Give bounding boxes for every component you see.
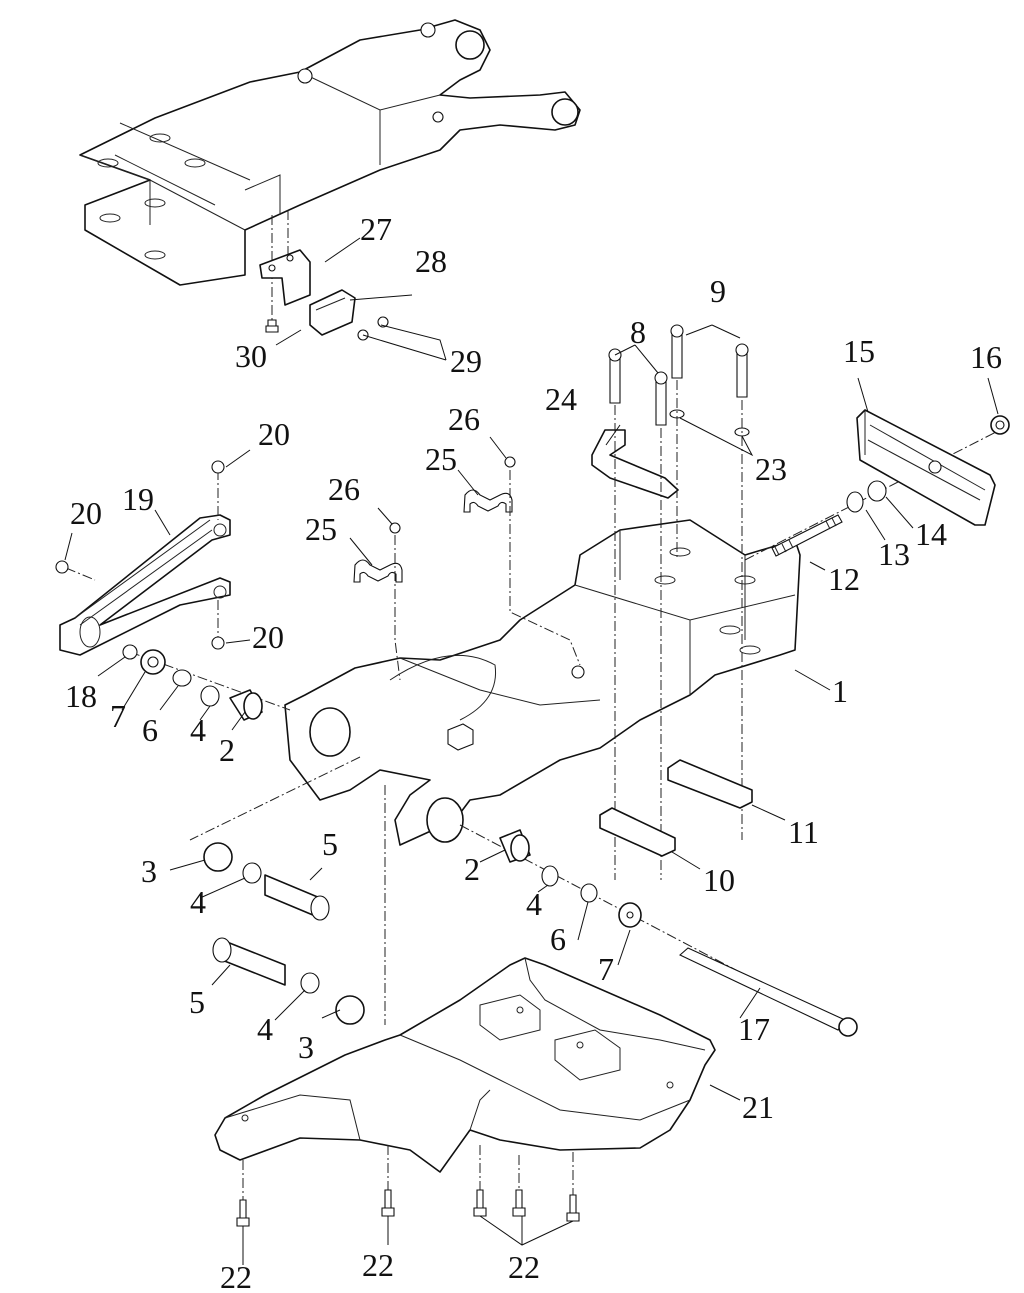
top-bolts-and-bracket bbox=[591, 324, 753, 880]
callout-15: 15 bbox=[843, 333, 875, 369]
link-arm-part-19 bbox=[55, 460, 231, 656]
callout-22: 22 bbox=[362, 1247, 394, 1283]
callout-20: 20 bbox=[70, 495, 102, 531]
callout-29: 29 bbox=[450, 343, 482, 379]
callout-20: 20 bbox=[252, 619, 284, 655]
callout-13: 13 bbox=[878, 536, 910, 572]
callout-22: 22 bbox=[220, 1259, 252, 1293]
callout-24: 24 bbox=[545, 381, 577, 417]
callout-14: 14 bbox=[915, 516, 947, 552]
callout-7: 7 bbox=[598, 951, 614, 987]
callout-5: 5 bbox=[189, 984, 205, 1020]
callout-19: 19 bbox=[122, 481, 154, 517]
callout-3: 3 bbox=[141, 853, 157, 889]
leader-lines bbox=[64, 237, 999, 1265]
callout-23: 23 bbox=[755, 451, 787, 487]
callout-2: 2 bbox=[464, 851, 480, 887]
callout-30: 30 bbox=[235, 338, 267, 374]
callout-26: 26 bbox=[448, 401, 480, 437]
left-pivot-stack bbox=[122, 644, 291, 721]
callout-21: 21 bbox=[742, 1089, 774, 1125]
callout-6: 6 bbox=[550, 921, 566, 957]
callout-3: 3 bbox=[298, 1029, 314, 1065]
callout-17: 17 bbox=[738, 1011, 770, 1047]
callout-26: 26 bbox=[328, 471, 360, 507]
footrest-plate-part-21 bbox=[214, 957, 716, 1200]
lower-left-bushings bbox=[189, 756, 386, 1025]
callout-4: 4 bbox=[190, 712, 206, 748]
callout-4: 4 bbox=[526, 886, 542, 922]
callout-labels: 1 2 2 3 3 4 4 4 4 5 5 6 6 7 7 8 9 10 11 … bbox=[65, 211, 1002, 1293]
callout-16: 16 bbox=[970, 339, 1002, 375]
callout-7: 7 bbox=[110, 698, 126, 734]
callout-2: 2 bbox=[219, 732, 235, 768]
callout-28: 28 bbox=[415, 243, 447, 279]
main-swing-arm-part-1 bbox=[284, 519, 801, 846]
clamps-part-25 bbox=[353, 456, 581, 681]
callout-10: 10 bbox=[703, 862, 735, 898]
callout-1: 1 bbox=[832, 673, 848, 709]
callout-4: 4 bbox=[257, 1011, 273, 1047]
screws-part-22 bbox=[236, 1189, 580, 1227]
callout-9: 9 bbox=[710, 273, 726, 309]
callout-8: 8 bbox=[630, 314, 646, 350]
callout-18: 18 bbox=[65, 678, 97, 714]
callout-4: 4 bbox=[190, 884, 206, 920]
callout-11: 11 bbox=[788, 814, 819, 850]
callout-25: 25 bbox=[425, 441, 457, 477]
callout-5: 5 bbox=[322, 826, 338, 862]
right-side-hardware bbox=[744, 409, 1010, 561]
callout-22: 22 bbox=[508, 1249, 540, 1285]
callout-6: 6 bbox=[142, 712, 158, 748]
lower-right-pivot-stack bbox=[459, 824, 858, 1037]
upper-frame-assembly bbox=[79, 19, 581, 341]
callout-12: 12 bbox=[828, 561, 860, 597]
callout-27: 27 bbox=[360, 211, 392, 247]
callout-25: 25 bbox=[305, 511, 337, 547]
callout-20: 20 bbox=[258, 416, 290, 452]
